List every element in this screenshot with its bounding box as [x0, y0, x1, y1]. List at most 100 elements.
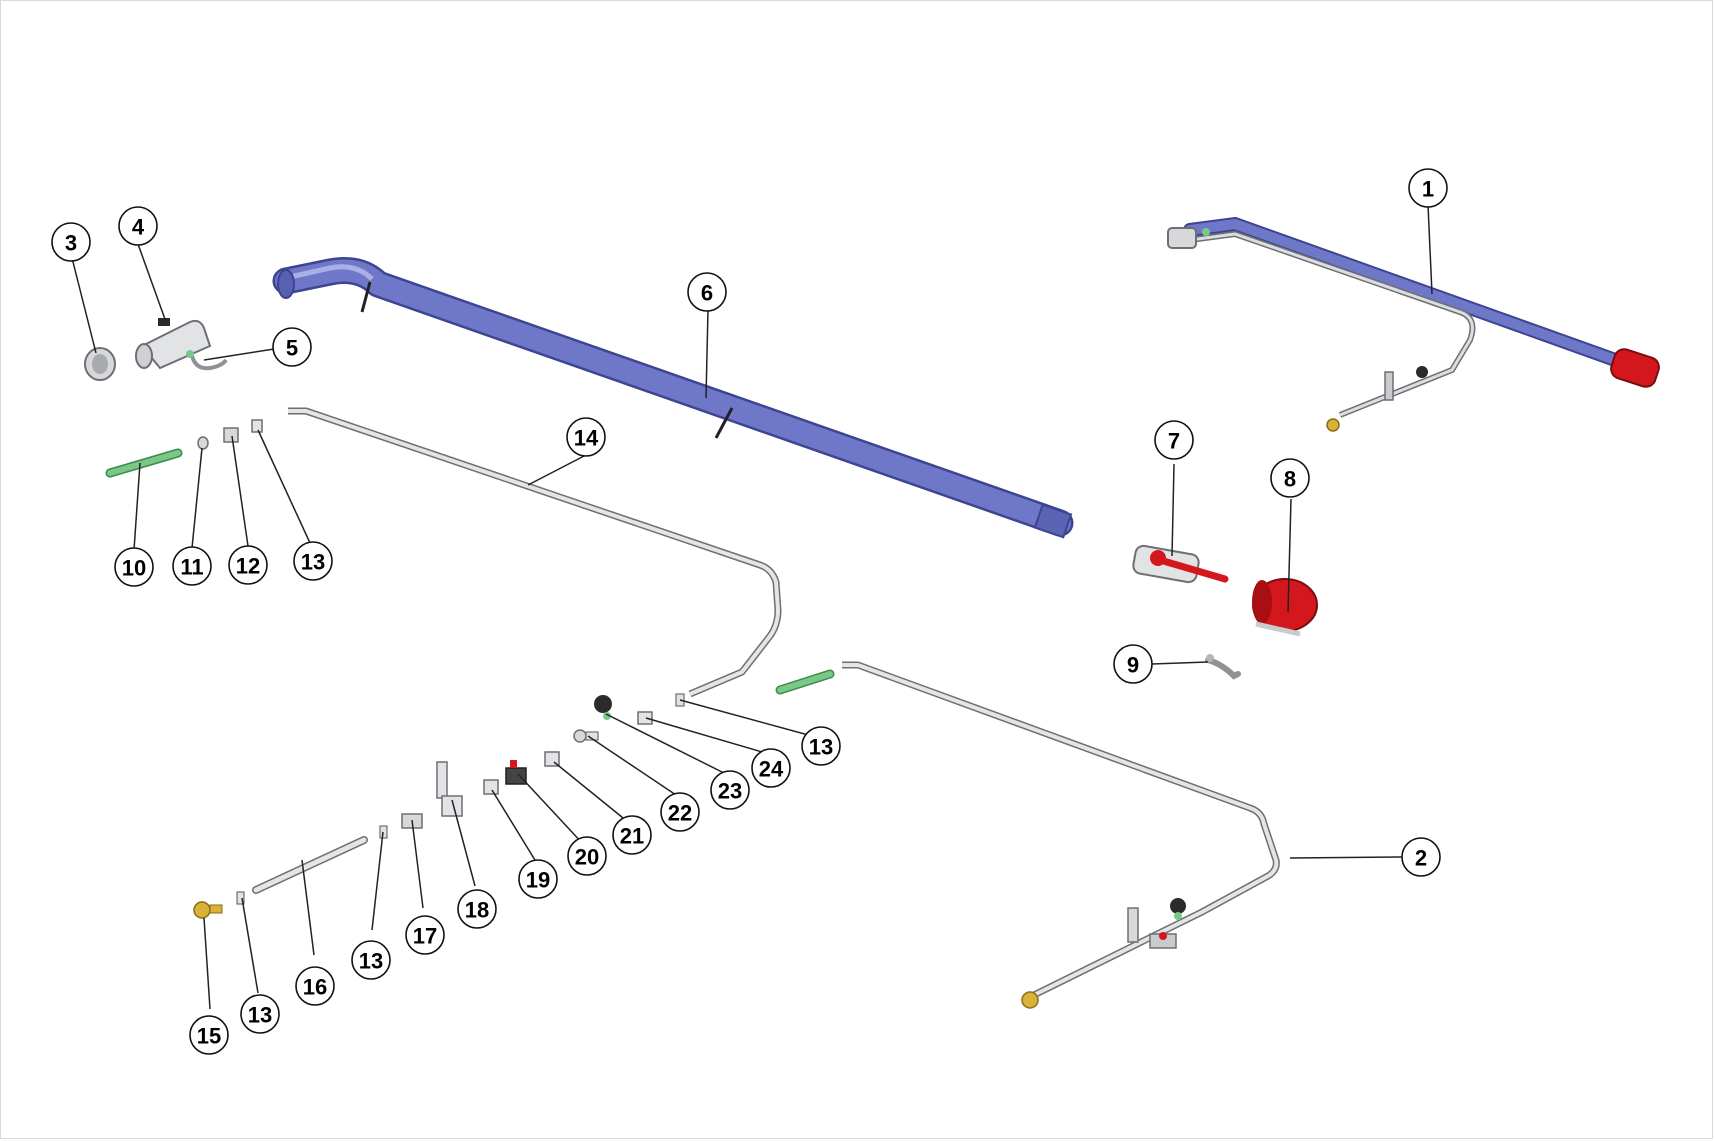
callout-circle	[240, 994, 280, 1034]
callout-circle	[272, 327, 312, 367]
callout-circle	[1113, 644, 1153, 684]
callout-label: 10	[122, 556, 146, 581]
callout-c6: 6	[687, 272, 727, 312]
green-nozzle-tube-part-10	[105, 448, 183, 478]
callout-c1: 1	[1408, 168, 1448, 208]
brass-nozzle-part-15	[193, 901, 223, 919]
callout-circle	[1270, 458, 1310, 498]
pipe-assembly-part-2	[775, 661, 1280, 1009]
steel-pipe-part-14	[288, 407, 782, 698]
end-cap-part-3	[84, 347, 116, 381]
sleeve-part-13-bottom	[236, 891, 245, 905]
elbow-fitting-part-4	[135, 318, 212, 370]
fitting-part-24	[637, 711, 653, 725]
callout-circle	[567, 836, 607, 876]
callout-circle	[51, 222, 91, 262]
callout-label: 13	[809, 735, 833, 760]
callout-c11: 11	[172, 546, 212, 586]
callout-circle	[405, 915, 445, 955]
callout-c17: 17	[405, 915, 445, 955]
callout-c5: 5	[272, 327, 312, 367]
callout-c19: 19	[518, 859, 558, 899]
callout-label: 3	[65, 231, 77, 256]
callout-c20: 20	[567, 836, 607, 876]
callout-c18: 18	[457, 889, 497, 929]
callout-c14: 14	[566, 417, 606, 457]
boom-tube-part-6	[272, 257, 1074, 539]
callout-label: 22	[668, 801, 692, 826]
callout-c13a: 13	[293, 541, 333, 581]
callout-c10: 10	[114, 547, 154, 587]
straight-tube-part-16	[252, 836, 368, 894]
callout-c9: 9	[1113, 644, 1153, 684]
callout-circle	[566, 417, 606, 457]
callout-label: 5	[286, 336, 298, 361]
callout-circle	[687, 272, 727, 312]
check-valve-part-20	[505, 760, 527, 785]
callout-c24: 24	[751, 748, 791, 788]
callout-c21: 21	[612, 815, 652, 855]
callout-circle	[660, 792, 700, 832]
callout-c15: 15	[189, 1015, 229, 1055]
sleeve-part-13-top	[251, 419, 263, 433]
red-coupling-part-8	[1252, 578, 1318, 637]
callout-c8: 8	[1270, 458, 1310, 498]
callout-circle	[228, 545, 268, 585]
callout-label: 20	[575, 845, 599, 870]
filter-part-23	[594, 695, 612, 720]
callout-circle	[457, 889, 497, 929]
callout-c23: 23	[710, 770, 750, 810]
callout-label: 4	[132, 215, 145, 240]
callout-c3: 3	[51, 222, 91, 262]
ferrule-part-11	[197, 436, 209, 450]
callout-label: 19	[526, 868, 550, 893]
callout-label: 14	[574, 426, 599, 451]
callout-c13d: 13	[240, 994, 280, 1034]
nut-part-12	[223, 427, 239, 443]
callout-circle	[293, 541, 333, 581]
callout-label: 8	[1284, 467, 1296, 492]
callout-circle	[1401, 837, 1441, 877]
callout-c12: 12	[228, 545, 268, 585]
callout-label: 1	[1422, 177, 1434, 202]
callout-circle	[295, 966, 335, 1006]
callout-c13b: 13	[801, 726, 841, 766]
callout-c16: 16	[295, 966, 335, 1006]
callout-circle	[172, 546, 212, 586]
adapter-part-19	[483, 779, 499, 795]
callout-circle	[118, 206, 158, 246]
callout-circle	[351, 940, 391, 980]
callout-circle	[710, 770, 750, 810]
callout-label: 24	[759, 757, 784, 782]
callout-c13c: 13	[351, 940, 391, 980]
callout-label: 11	[180, 555, 203, 580]
elbow-part-22	[573, 729, 599, 743]
sleeve-part-13-mid	[379, 825, 388, 839]
callout-label: 16	[303, 975, 327, 1000]
callout-label: 12	[236, 554, 260, 579]
ball-valve-part-7	[1132, 544, 1229, 584]
callout-label: 9	[1127, 653, 1139, 678]
callout-label: 6	[701, 281, 713, 306]
tee-bracket-part-18	[436, 761, 463, 817]
hose-clip-part-5	[186, 350, 228, 371]
callout-c2: 2	[1401, 837, 1441, 877]
callout-label: 21	[620, 824, 644, 849]
callout-label: 2	[1415, 846, 1427, 871]
callout-circle	[1154, 420, 1194, 460]
callout-c4: 4	[118, 206, 158, 246]
callout-c22: 22	[660, 792, 700, 832]
callout-circle	[518, 859, 558, 899]
callout-circle	[189, 1015, 229, 1055]
callout-label: 23	[718, 779, 742, 804]
callout-circle	[751, 748, 791, 788]
callout-label: 13	[359, 949, 383, 974]
callout-label: 7	[1168, 429, 1180, 454]
callout-circle	[1408, 168, 1448, 208]
callout-label: 17	[413, 924, 437, 949]
clamp-part-9	[1205, 654, 1241, 680]
boom-assembly-part-1	[1167, 216, 1660, 432]
